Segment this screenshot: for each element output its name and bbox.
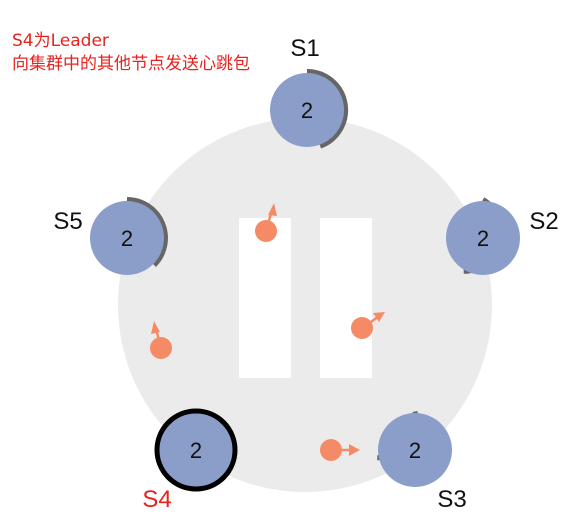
heartbeat-to-s2 xyxy=(351,312,385,339)
server-node-s4[interactable]: 2 S4 xyxy=(142,408,238,513)
term-number-s2: 2 xyxy=(477,226,489,251)
annotation: S4为Leader 向集群中的其他节点发送心跳包 xyxy=(12,30,250,76)
heartbeat-dot-s1 xyxy=(255,220,277,242)
term-number-s1: 2 xyxy=(301,98,313,123)
cluster-background xyxy=(118,118,492,492)
node-circle-s1 xyxy=(270,73,344,147)
node-circle-s4 xyxy=(154,408,238,492)
term-number-s4: 2 xyxy=(190,438,202,463)
node-label-s4: S4 xyxy=(142,486,171,513)
node-circle-s2 xyxy=(446,201,520,275)
node-circle-s5 xyxy=(90,201,164,275)
server-node-s2[interactable]: 2 S2 xyxy=(446,197,559,276)
timeout-ring-s1 xyxy=(306,68,349,149)
annotation-line-2: 向集群中的其他节点发送心跳包 xyxy=(12,54,250,74)
server-node-s3[interactable]: 2 S3 xyxy=(377,411,467,514)
node-label-s5: S5 xyxy=(53,208,82,235)
node-label-s3: S3 xyxy=(437,486,466,513)
heartbeat-arrowhead-s5 xyxy=(151,321,160,334)
node-circle-s3 xyxy=(378,413,452,487)
node-label-s2: S2 xyxy=(529,208,558,235)
node-label-s1: S1 xyxy=(290,35,319,62)
heartbeat-to-s1 xyxy=(255,203,277,242)
term-number-s5: 2 xyxy=(121,226,133,251)
pause-bar-left xyxy=(239,218,291,378)
pause-bar-right xyxy=(320,218,372,378)
server-node-s5[interactable]: 2 S5 xyxy=(53,197,168,276)
annotation-line-1: S4为Leader xyxy=(12,31,109,51)
heartbeat-to-s5 xyxy=(150,321,172,359)
term-number-s3: 2 xyxy=(409,438,421,463)
heartbeat-arrowhead-s1 xyxy=(268,203,277,216)
server-node-s1[interactable]: 2 S1 xyxy=(270,35,349,149)
heartbeat-dot-s2 xyxy=(351,317,373,339)
timeout-ring-s5 xyxy=(126,197,168,267)
heartbeat-arrowhead-s3 xyxy=(349,444,360,456)
pause-icon[interactable] xyxy=(239,218,372,378)
heartbeat-to-s3 xyxy=(320,439,360,461)
heartbeat-dot-s3 xyxy=(320,439,342,461)
heartbeat-dot-s5 xyxy=(150,337,172,359)
heartbeat-arrowhead-s2 xyxy=(373,312,385,322)
